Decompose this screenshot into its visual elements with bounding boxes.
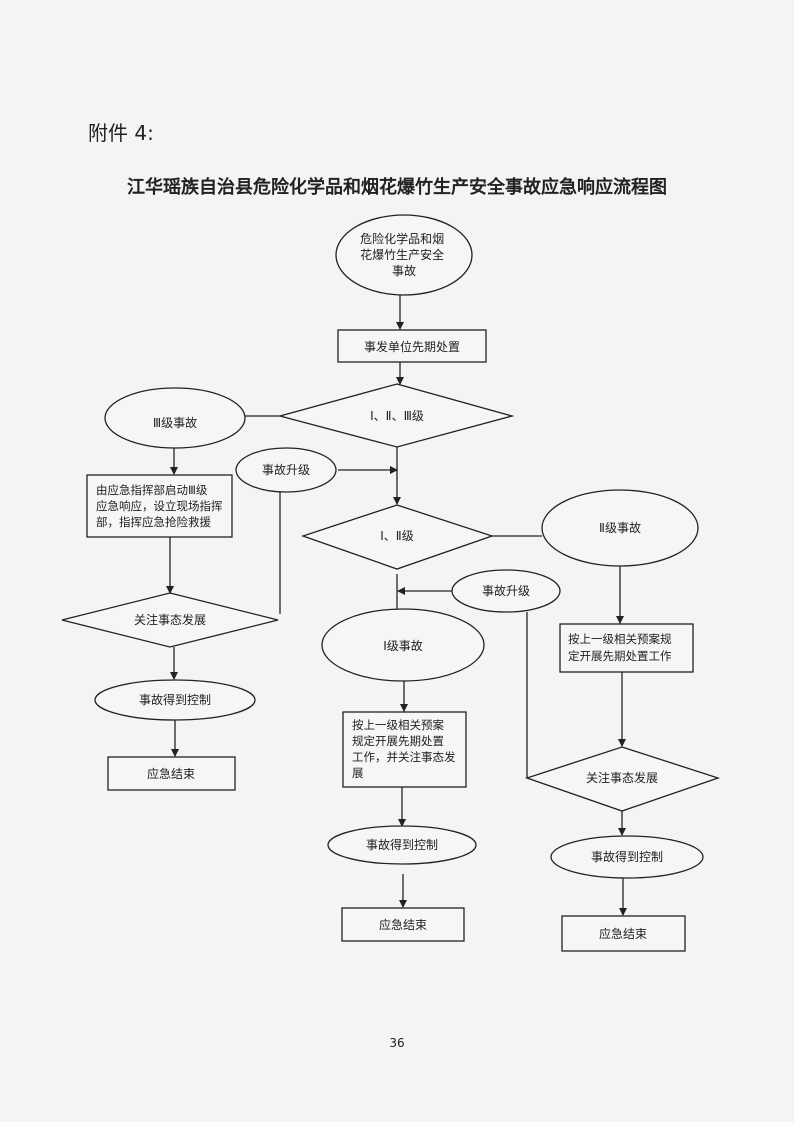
svg-text:应急结束: 应急结束 [147, 766, 195, 781]
mid-controlled-node: 事故得到控制 [327, 825, 477, 865]
left-end-box: 应急结束 [107, 756, 236, 791]
svg-text:Ⅰ级事故: Ⅰ级事故 [383, 638, 423, 653]
svg-text:事故得到控制: 事故得到控制 [139, 692, 211, 707]
right-monitor-decision: 关注事态发展 [524, 746, 721, 812]
svg-text:Ⅱ级事故: Ⅱ级事故 [599, 520, 641, 535]
svg-text:应急结束: 应急结束 [599, 926, 647, 941]
connectors [166, 295, 627, 916]
left-controlled-node: 事故得到控制 [94, 679, 256, 721]
right-controlled-node: 事故得到控制 [550, 835, 704, 879]
svg-text:事发单位先期处置: 事发单位先期处置 [364, 339, 460, 354]
right-escalation-node: 事故升级 [451, 569, 561, 613]
page-title: 江华瑶族自治县危险化学品和烟花爆竹生产安全事故应急响应流程图 [127, 176, 667, 198]
attachment-label: 附件 4: [88, 121, 154, 145]
svg-text:关注事态发展: 关注事态发展 [134, 612, 206, 627]
page-number: 36 [389, 1036, 404, 1050]
svg-text:Ⅰ、Ⅱ、Ⅲ级: Ⅰ、Ⅱ、Ⅲ级 [370, 409, 424, 423]
initial-response-box: 事发单位先期处置 [337, 329, 487, 363]
right-end-box: 应急结束 [561, 915, 686, 952]
svg-text:按上一级相关预案规 定开展先期处置工作: 按上一级相关预案规 定开展先期处置工作 [568, 632, 675, 663]
svg-text:危险化学品和烟 花爆竹生产安全 事故: 危险化学品和烟 花爆竹生产安全 事故 [360, 231, 448, 278]
left-escalation-node: 事故升级 [235, 447, 337, 493]
start-node: 危险化学品和烟 花爆竹生产安全 事故 [335, 214, 473, 296]
svg-text:关注事态发展: 关注事态发展 [586, 770, 658, 785]
mid-end-box: 应急结束 [341, 907, 465, 942]
level1-response-box: 按上一级相关预案 规定开展先期处置 工作，并关注事态发 展 [342, 711, 467, 788]
decision-all-levels: Ⅰ、Ⅱ、Ⅲ级 [277, 383, 515, 448]
svg-text:事故升级: 事故升级 [262, 462, 310, 477]
svg-text:Ⅰ、Ⅱ级: Ⅰ、Ⅱ级 [380, 529, 413, 543]
svg-text:事故得到控制: 事故得到控制 [366, 837, 438, 852]
svg-text:事故升级: 事故升级 [482, 583, 530, 598]
svg-text:应急结束: 应急结束 [379, 917, 427, 932]
svg-text:按上一级相关预案 规定开展先期处置: 按上一级相关预案 规定开展先期处置 工作，并关注事态发 展 [352, 718, 459, 780]
level2-response-box: 按上一级相关预案规 定开展先期处置工作 [559, 623, 694, 673]
svg-text:由应急指挥部启动Ⅲ级 应急响应，设立现场指挥: 由应急指挥部启动Ⅲ级 应急响应，设立现场指挥 部，指挥应急抢险救援 [96, 483, 226, 529]
level2-event-node: Ⅱ级事故 [541, 489, 699, 567]
level3-response-box: 由应急指挥部启动Ⅲ级 应急响应，设立现场指挥 部，指挥应急抢险救援 [86, 474, 233, 538]
level1-event-node: Ⅰ级事故 [321, 608, 485, 682]
svg-text:事故得到控制: 事故得到控制 [591, 849, 663, 864]
svg-text:Ⅲ级事故: Ⅲ级事故 [153, 415, 197, 430]
decision-level12: Ⅰ、Ⅱ级 [300, 504, 495, 570]
left-monitor-decision: 关注事态发展 [61, 592, 279, 648]
level3-event-node: Ⅲ级事故 [104, 387, 246, 449]
